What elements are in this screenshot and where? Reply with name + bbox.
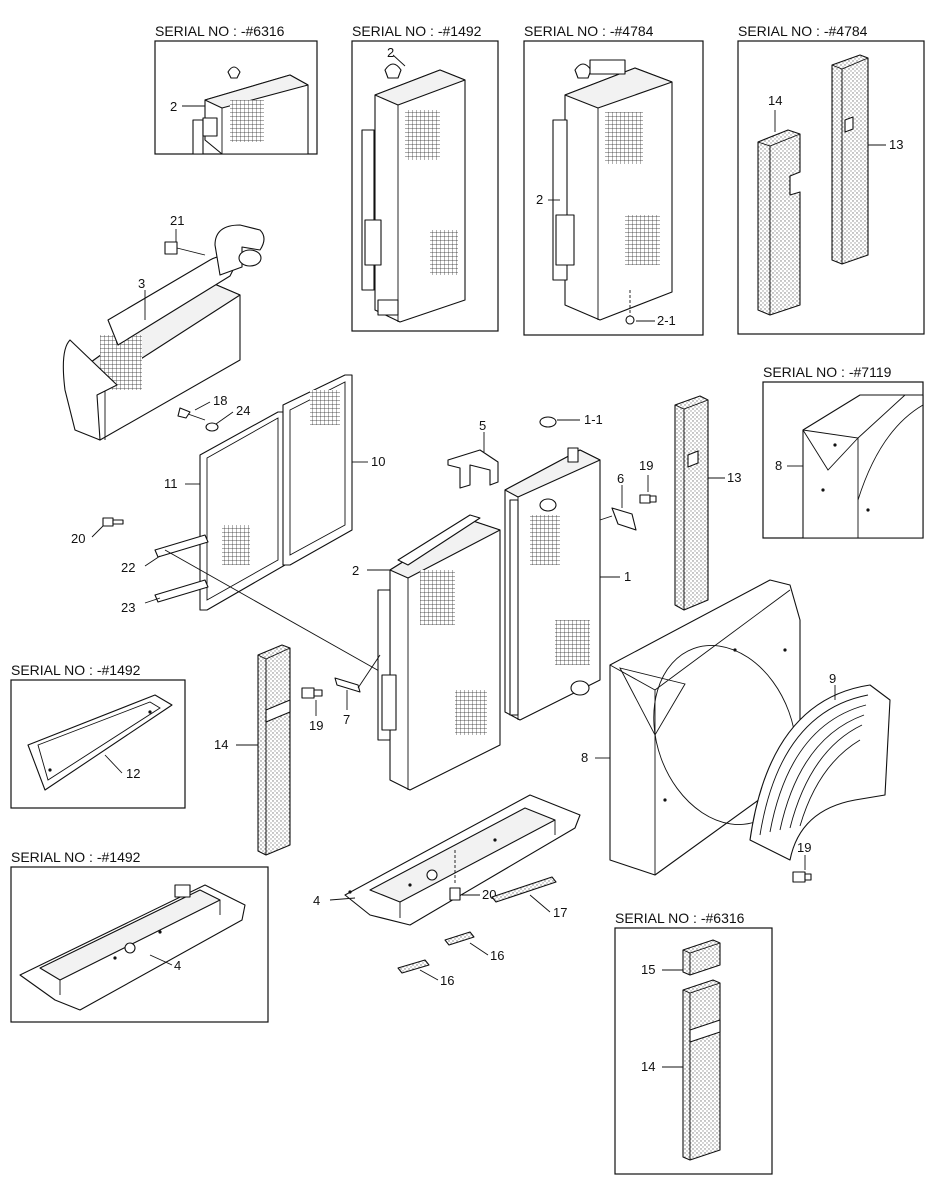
callout-2: 2 bbox=[387, 45, 394, 60]
serial-label: SERIAL NO : -#4784 bbox=[738, 23, 868, 39]
callout-2: 2 bbox=[536, 192, 543, 207]
callout-21: 21 bbox=[170, 213, 184, 228]
foam-seal-13: 13 bbox=[674, 395, 741, 611]
callout-24: 24 bbox=[236, 403, 250, 418]
callout-4: 4 bbox=[313, 893, 320, 908]
bracket-6: 6 19 bbox=[599, 458, 657, 531]
callout-17: 17 bbox=[553, 905, 567, 920]
callout-16: 16 bbox=[490, 948, 504, 963]
callout-1: 1 bbox=[624, 569, 631, 584]
callout-19: 19 bbox=[309, 718, 323, 733]
callout-3: 3 bbox=[138, 276, 145, 291]
callout-4: 4 bbox=[174, 958, 181, 973]
bracket-7: 19 7 bbox=[301, 654, 381, 733]
callout-2: 2 bbox=[170, 99, 177, 114]
inset-serial-4784-radiator: SERIAL NO : -#4784 2 2-1 bbox=[523, 23, 704, 336]
callout-2-1: 2-1 bbox=[657, 313, 676, 328]
callout-1-1: 1-1 bbox=[584, 412, 603, 427]
callout-7: 7 bbox=[343, 712, 350, 727]
callout-6: 6 bbox=[617, 471, 624, 486]
callout-16: 16 bbox=[440, 973, 454, 988]
callout-14: 14 bbox=[641, 1059, 655, 1074]
inset-serial-6316-top: SERIAL NO : -#6316 2 bbox=[154, 23, 318, 155]
callout-8: 8 bbox=[581, 750, 588, 765]
callout-14: 14 bbox=[214, 737, 228, 752]
inset-serial-1492-support: SERIAL NO : -#1492 4 bbox=[10, 849, 269, 1023]
callout-20: 20 bbox=[71, 531, 85, 546]
radiator-1: 1 1-1 bbox=[504, 412, 631, 721]
inset-serial-1492-gasket: SERIAL NO : -#1492 12 bbox=[10, 662, 186, 809]
callout-19: 19 bbox=[797, 840, 811, 855]
serial-label: SERIAL NO : -#1492 bbox=[11, 662, 141, 678]
callout-18: 18 bbox=[213, 393, 227, 408]
callout-15: 15 bbox=[641, 962, 655, 977]
intercooler-3: 3 21 bbox=[62, 213, 265, 441]
inset-serial-7119-shroud: SERIAL NO : -#7119 8 bbox=[762, 364, 924, 539]
serial-label: SERIAL NO : -#6316 bbox=[155, 23, 285, 39]
serial-label: SERIAL NO : -#1492 bbox=[11, 849, 141, 865]
bracket-5: 5 bbox=[447, 418, 499, 489]
callout-2: 2 bbox=[352, 563, 359, 578]
callout-22: 22 bbox=[121, 560, 135, 575]
inset-serial-6316-seals: SERIAL NO : -#6316 15 14 bbox=[614, 910, 773, 1175]
callout-23: 23 bbox=[121, 600, 135, 615]
inset-serial-1492-core: SERIAL NO : -#1492 2 bbox=[351, 23, 499, 332]
brackets-22-23: 22 23 20 bbox=[71, 517, 396, 681]
serial-label: SERIAL NO : -#1492 bbox=[352, 23, 482, 39]
callout-19: 19 bbox=[639, 458, 653, 473]
foam-seal-14: 14 bbox=[214, 644, 291, 856]
radiator-2: 2 bbox=[352, 514, 501, 791]
callout-9: 9 bbox=[829, 671, 836, 686]
callout-13: 13 bbox=[727, 470, 741, 485]
callout-12: 12 bbox=[126, 766, 140, 781]
screen-frames-10-11: 11 10 18 24 bbox=[164, 374, 385, 611]
fan-guard-9: 9 19 bbox=[749, 671, 891, 883]
callout-10: 10 bbox=[371, 454, 385, 469]
callout-5: 5 bbox=[479, 418, 486, 433]
serial-label: SERIAL NO : -#4784 bbox=[524, 23, 654, 39]
callout-13: 13 bbox=[889, 137, 903, 152]
pads-16-17: 17 16 16 bbox=[397, 876, 567, 988]
inset-serial-4784-seals: SERIAL NO : -#4784 14 13 bbox=[737, 23, 925, 335]
callout-11: 11 bbox=[164, 476, 178, 491]
serial-label: SERIAL NO : -#6316 bbox=[615, 910, 745, 926]
callout-14: 14 bbox=[768, 93, 782, 108]
callout-8: 8 bbox=[775, 458, 782, 473]
support-plate-4: 4 20 bbox=[313, 794, 581, 926]
serial-label: SERIAL NO : -#7119 bbox=[763, 364, 892, 380]
